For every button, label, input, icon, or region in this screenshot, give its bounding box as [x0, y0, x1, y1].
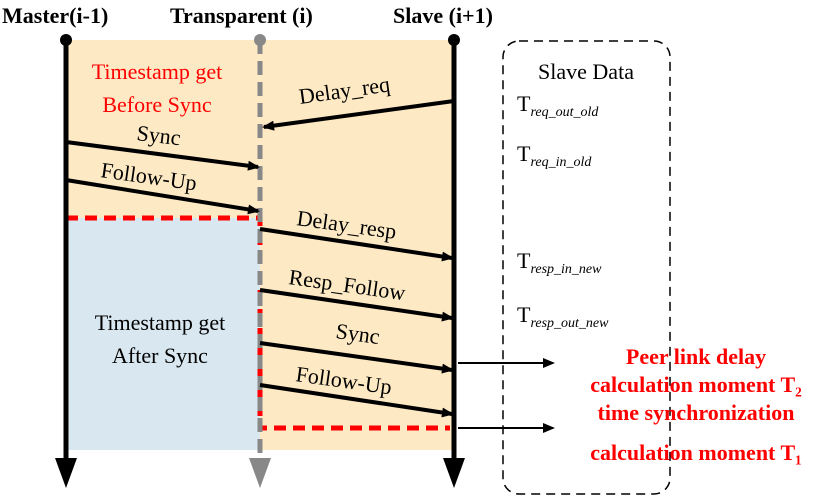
slave-header: Slave (i+1)	[393, 3, 493, 28]
moment-label-line2: calculation moment T₂	[590, 372, 802, 397]
delay-resp-arrow	[259, 227, 454, 262]
slave-data-item: Tresp_out_new	[517, 302, 609, 331]
slave-data-box	[502, 40, 671, 495]
transparent-header: Transparent (i)	[170, 3, 313, 28]
resp-follow-arrow	[259, 288, 454, 322]
follow-up-1-arrow	[65, 178, 260, 215]
master-timeline-arrowhead	[55, 458, 77, 488]
sync-1-label: Sync	[135, 120, 182, 150]
slave-timeline-arrowhead	[443, 458, 465, 488]
sync-boundary-dashed	[66, 215, 450, 431]
transparent-timeline-arrowhead	[249, 458, 271, 488]
moment-label-line4: calculation moment T₁	[590, 440, 802, 465]
before-sync-label-line1: Timestamp get	[92, 59, 223, 84]
slave-data-item: Treq_in_old	[517, 141, 592, 170]
after-sync-label-line1: Timestamp get	[95, 310, 226, 335]
after-sync-region	[66, 218, 260, 450]
master-header: Master(i-1)	[2, 3, 108, 28]
slave-data-item: Tresp_in_new	[517, 248, 602, 277]
master-timeline-start-dot	[60, 34, 72, 46]
slave-data-item: Treq_out_old	[517, 91, 599, 120]
follow-up-2-arrow	[259, 383, 454, 418]
delay-req-arrow	[262, 99, 455, 131]
sync-1-arrow	[65, 140, 260, 171]
moment-label-line3: time synchronization	[598, 400, 795, 425]
moment-label-line1: Peer link delay	[626, 344, 766, 369]
sync-2-label: Sync	[334, 318, 381, 349]
slave-timeline-start-dot	[448, 34, 460, 46]
transparent-timeline-start-dot	[254, 34, 266, 46]
sync-2-arrow	[259, 341, 454, 374]
after-sync-label-line2: After Sync	[112, 343, 208, 368]
slave-data-title: Slave Data	[538, 59, 634, 84]
before-sync-label-line2: Before Sync	[102, 92, 212, 117]
